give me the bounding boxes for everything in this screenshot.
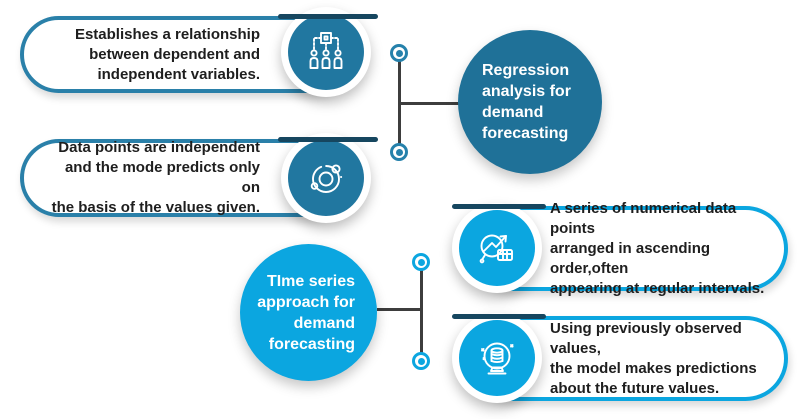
pill-accent-strip [278,14,378,19]
connector-node-icon [390,44,408,62]
icon-disc [281,7,371,97]
callout-series-text: A series of numerical data points arrang… [550,199,765,297]
node-dot-icon [417,258,425,266]
callout-relationship-text: Establishes a relationship between depen… [74,25,260,83]
node-dot-icon [417,357,425,365]
node-dot-icon [395,148,403,156]
connector-node-icon [412,352,430,370]
connector-horizontal-top [399,102,461,105]
hub-time-series-circle: TIme series approach for demand forecast… [240,244,377,381]
magnifier-trend-icon [459,210,535,286]
node-dot-icon [395,49,403,57]
connector-node-icon [412,253,430,271]
hub-time-series-label: TIme series approach for demand forecast… [257,272,355,353]
hub-regression-circle: Regression analysis for demand forecasti… [458,30,602,174]
icon-disc [452,203,542,293]
hub-regression-label: Regression analysis for demand forecasti… [482,62,571,142]
orbit-data-points-icon [288,140,364,216]
variables-hierarchy-icon [288,14,364,90]
icon-disc [452,313,542,403]
connector-horizontal-bottom [377,308,421,311]
callout-independence-text: Data points are independent and the mode… [51,139,260,216]
pill-accent-strip [452,204,546,209]
icon-disc [281,133,371,223]
connector-node-icon [390,143,408,161]
pill-accent-strip [278,137,378,142]
connector-vertical-bottom [420,262,423,361]
crystal-ball-coins-icon [459,320,535,396]
pill-accent-strip [452,314,546,319]
callout-prediction-text: Using previously observed values, the mo… [550,319,757,397]
